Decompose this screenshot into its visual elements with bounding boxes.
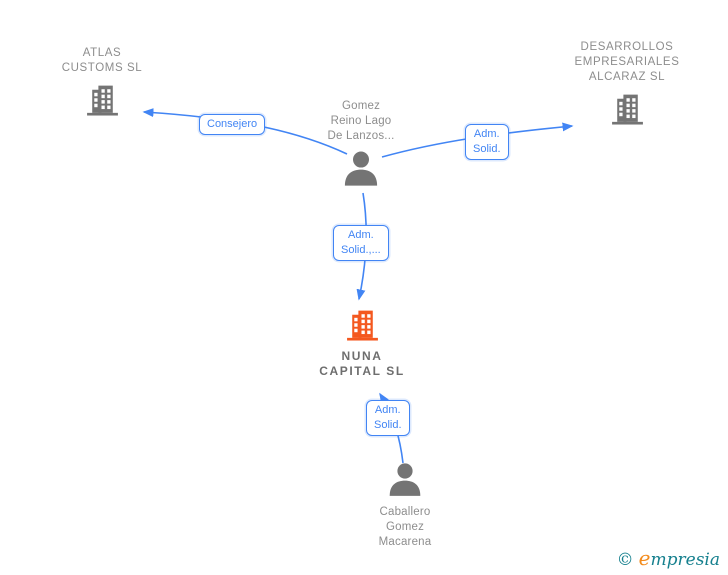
company-label: ATLAS CUSTOMS SL [61,47,143,74]
person-node-gomez[interactable]: Gomez Reino Lago De Lanzos... [286,99,436,189]
edge-label-adm-solid-bottom[interactable]: Adm. Solid. [366,400,410,436]
building-icon [609,90,646,127]
building-icon [84,81,121,118]
person-node-caballero[interactable]: Caballero Gomez Macarena [330,461,480,550]
person-icon [386,461,424,499]
edge-label-adm-solid-middle[interactable]: Adm. Solid.,... [333,225,389,261]
person-label: Gomez Reino Lago De Lanzos... [327,100,395,142]
edge-label-adm-solid-right[interactable]: Adm. Solid. [465,124,509,160]
person-icon [341,149,381,189]
company-node-atlas[interactable]: ATLAS CUSTOMS SL [27,46,177,118]
brand-text: mpresia [650,550,721,570]
company-node-desarrollos[interactable]: DESARROLLOS EMPRESARIALES ALCARAZ SL [552,40,702,127]
company-label: DESARROLLOS EMPRESARIALES ALCARAZ SL [574,41,680,83]
company-label: NUNA CAPITAL SL [319,349,405,378]
copyright-symbol: © [616,550,634,570]
empresia-logo[interactable]: ©empresia [617,546,720,570]
company-node-nuna-focus[interactable]: NUNA CAPITAL SL [287,306,437,379]
edge-label-consejero[interactable]: Consejero [199,114,266,135]
person-label: Caballero Gomez Macarena [378,506,432,548]
brand-initial: e [638,546,651,570]
building-icon [344,306,381,343]
